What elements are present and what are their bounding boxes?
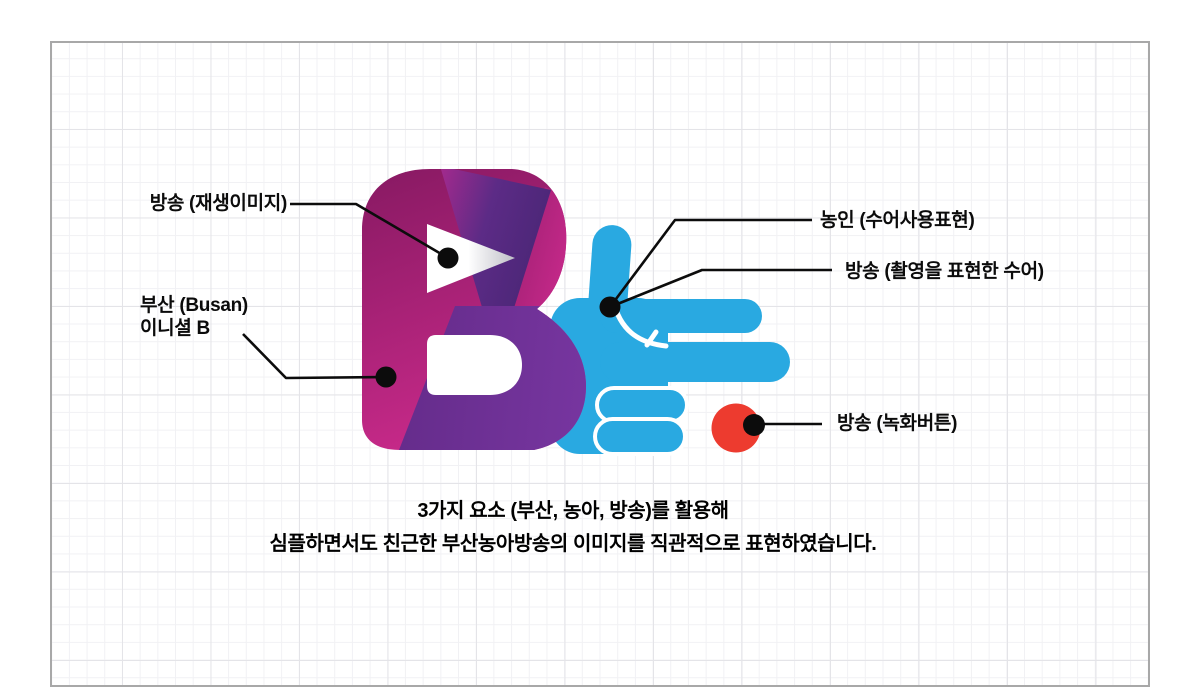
description-caption: 3가지 요소 (부산, 농아, 방송)를 활용해 심플하면서도 친근한 부산농아… (0, 495, 1146, 561)
b-fold-wedge (440, 169, 551, 324)
label-busan-initial: 부산 (Busan) 이니셜 B (140, 295, 248, 340)
label-deaf-sign: 농인 (수어사용표현) (820, 210, 975, 231)
dot-record (743, 414, 765, 436)
label-play-image: 방송 (재생이미지) (149, 193, 288, 214)
caption-line1: 3가지 요소 (부산, 농아, 방송)를 활용해 (417, 500, 729, 522)
leader-deaf (608, 218, 812, 308)
finger-notch (644, 329, 659, 348)
leader-filming (609, 268, 832, 309)
label-record-button: 방송 (녹화버튼) (837, 413, 958, 434)
folded-finger-bottom (593, 417, 687, 456)
middle-finger (600, 342, 790, 382)
leader-lines (242, 202, 832, 426)
dot-deaf (599, 296, 621, 318)
index-finger (600, 299, 762, 333)
dot-busan (375, 366, 397, 388)
leader-dots (375, 247, 765, 436)
play-triangle-icon (427, 224, 515, 293)
label-busan-line2: 이니셜 B (140, 317, 210, 339)
leader-busan (242, 333, 389, 380)
b-counter (427, 335, 522, 395)
label-filming-sign: 방송 (촬영을 표현한 수어) (845, 261, 1044, 282)
caption-line2: 심플하면서도 친근한 부산농아방송의 이미지를 직관적으로 표현하였습니다. (269, 533, 877, 555)
label-busan-line1: 부산 (Busan) (140, 295, 248, 316)
folded-finger-top (595, 386, 689, 424)
leader-play (290, 202, 449, 260)
dot-play (437, 247, 459, 269)
